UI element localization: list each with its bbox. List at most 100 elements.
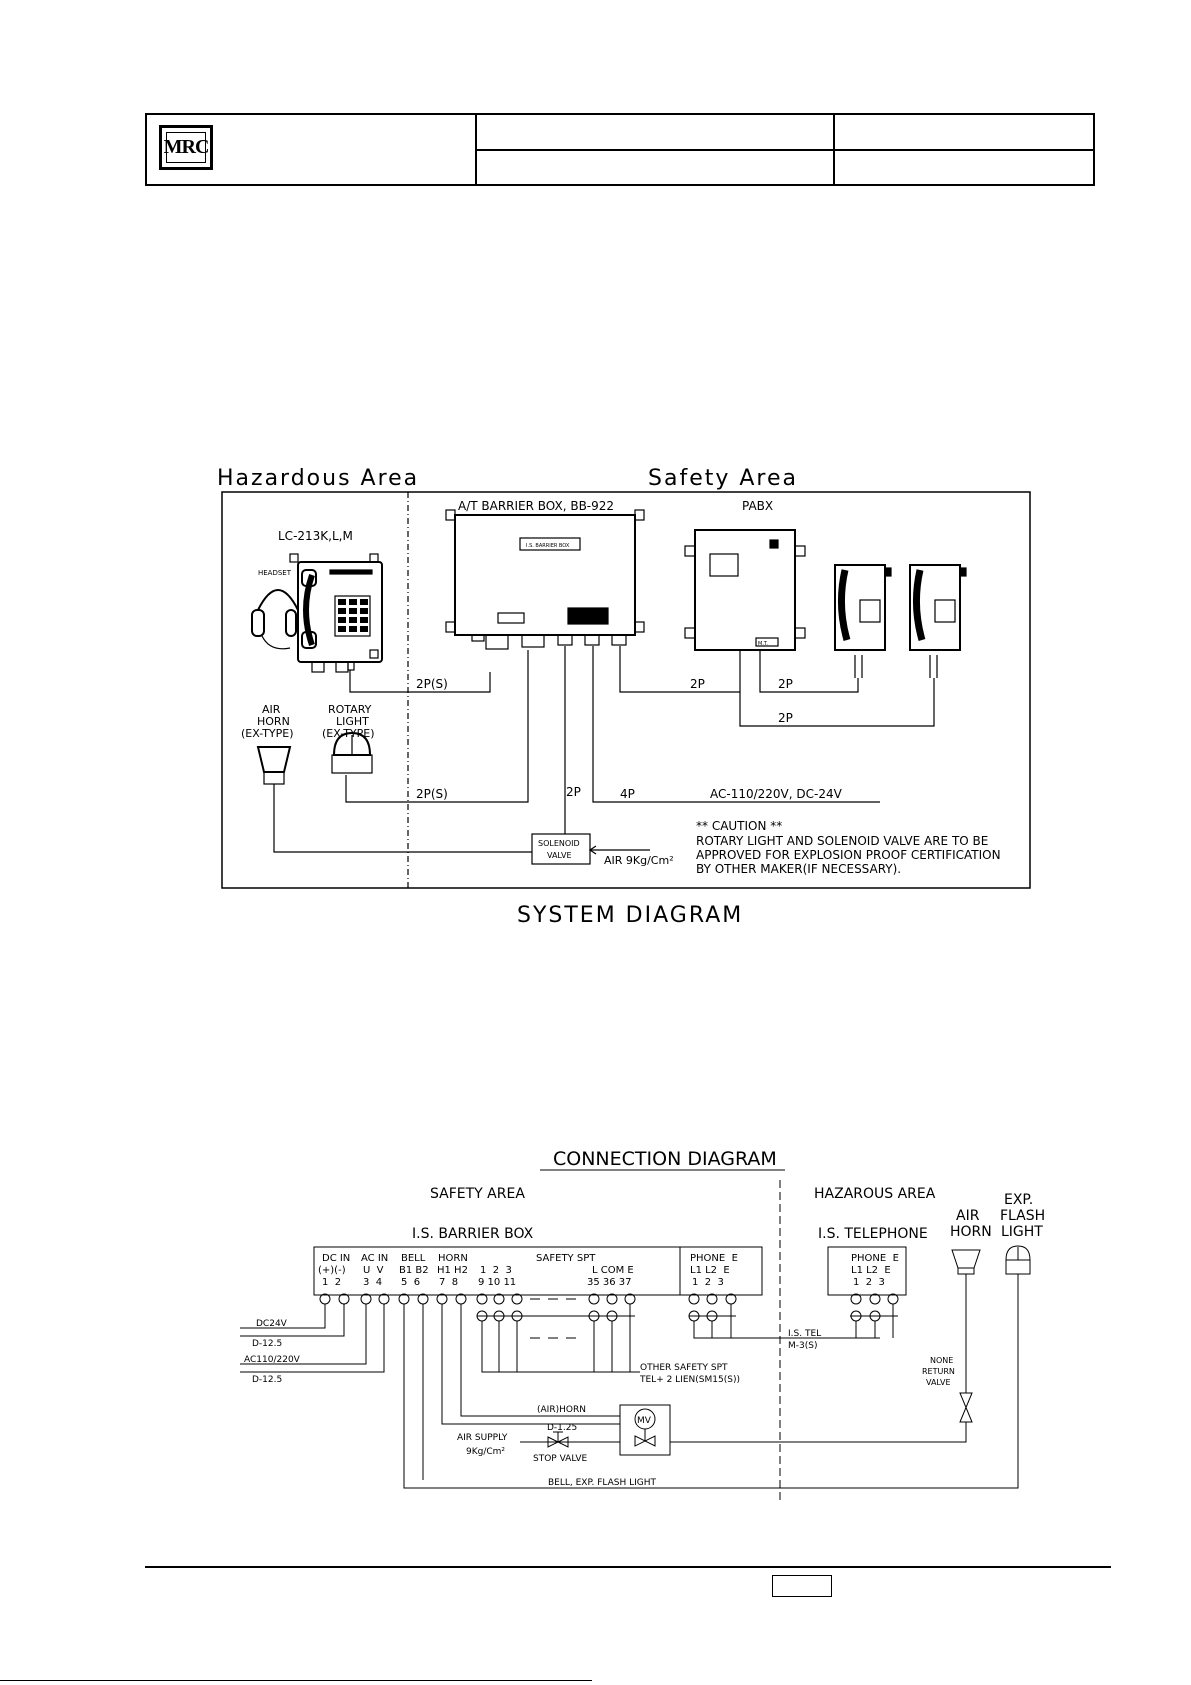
caution-line-3: BY OTHER MAKER(IF NECESSARY). [696, 862, 901, 876]
pabx-tag: M.T. [758, 641, 768, 647]
dc-cable-label: D-12.5 [252, 1339, 282, 1349]
terminal-dc-in: DC IN [322, 1253, 350, 1264]
air-horn-icon [951, 1249, 981, 1269]
hazardous-area-label: Hazardous Area [217, 466, 419, 491]
safety-area-label: Safety Area [648, 466, 798, 491]
wire-horn-valve [273, 784, 532, 853]
headset-label: HEADSET [258, 569, 292, 577]
air-horn-icon [256, 746, 292, 785]
air-horn-cable-label: D-1.25 [547, 1423, 577, 1433]
air-supply-label: AIR SUPPLY [457, 1433, 508, 1443]
caution-line-2: APPROVED FOR EXPLOSION PROOF CERTIFICATI… [696, 848, 1001, 862]
mv-box [619, 1404, 671, 1456]
explosion-proof-phone-icon [289, 553, 383, 673]
barrier-box-frame [313, 1246, 763, 1296]
pabx-label: PABX [742, 499, 773, 513]
terminal-dc-in-nums: 1 2 [322, 1277, 341, 1288]
bottom-rule [0, 1680, 592, 1681]
system-diagram: Hazardous Area Safety Area LC-213K,L,M H… [217, 466, 1031, 928]
terminal-ac-in-nums: 3 4 [363, 1277, 382, 1288]
rotary-light-icon [331, 731, 373, 774]
bell-line-label: BELL, EXP. FLASH LIGHT [548, 1478, 657, 1488]
terminal-horn-nums: 7 8 [439, 1277, 458, 1288]
is-tel-label: I.S. TEL [788, 1329, 821, 1339]
barrier-box-label: A/T BARRIER BOX, BB-922 [458, 499, 614, 513]
is-tel-cable-label: M-3(S) [788, 1341, 817, 1351]
terminal-safety-spt: SAFETY SPT [536, 1253, 596, 1264]
page-number-box [772, 1575, 832, 1597]
terminal-horn: HORN [438, 1253, 468, 1264]
air-pressure-label: AIR 9Kg/Cm² [604, 854, 674, 867]
wire-barrier-pabx [619, 646, 741, 693]
return-valve-label-3: VALVE [926, 1378, 951, 1387]
none-return-valve-icon [959, 1392, 973, 1423]
tel-terminal-sub: L1 L2 E [851, 1265, 891, 1276]
terminal-phone-sub: L1 L2 E [690, 1265, 730, 1276]
telephone-frame [827, 1246, 907, 1296]
wall-phone-icon-2 [909, 564, 967, 678]
terminal-dc-in-sub: (+)(-) [318, 1265, 346, 1276]
headset-icon [251, 589, 299, 650]
caution-title: ** CAUTION ** [696, 819, 782, 833]
company-logo: MRC [159, 125, 213, 170]
barrier-box-icon [445, 509, 645, 650]
terminal-ac-in: AC IN [361, 1253, 388, 1264]
air-horn-line-label: (AIR)HORN [537, 1405, 586, 1415]
terminal-bell-sub: B1 B2 [399, 1265, 429, 1276]
logo-text: MRC [164, 132, 209, 163]
solenoid-label-1: SOLENOID [538, 839, 580, 848]
terminal-com-sub: L COM E [592, 1265, 634, 1276]
air-horn-label-1: AIR [262, 703, 281, 716]
caution-line-1: ROTARY LIGHT AND SOLENOID VALVE ARE TO B… [696, 834, 988, 848]
flash-light-label-3: LIGHT [1001, 1224, 1043, 1240]
air-arrow-icon [588, 845, 597, 855]
stop-valve-icon [547, 1436, 569, 1448]
return-valve-label-2: RETURN [922, 1367, 955, 1376]
wire-power [592, 646, 880, 803]
cable-2ps-phone: 2P(S) [416, 677, 448, 691]
rotary-light-label-3: (EX-TYPE) [322, 727, 375, 740]
tel-terminal-phone: PHONE E [851, 1253, 899, 1264]
telephone-label: I.S. TELEPHONE [818, 1226, 928, 1242]
flash-light-label-1: EXP. [1004, 1192, 1033, 1208]
mv-valve-icon [634, 1435, 656, 1447]
terminal-phone: PHONE E [690, 1253, 738, 1264]
power-label: AC-110/220V, DC-24V [710, 787, 843, 801]
stop-valve-label: STOP VALVE [533, 1454, 588, 1464]
rotary-light-label-2: LIGHT [336, 715, 369, 728]
safety-area-label: SAFETY AREA [430, 1186, 525, 1202]
wire-pabx-phone2 [739, 678, 935, 727]
terminal-ac-in-sub: U V [363, 1265, 384, 1276]
air-pressure-label: 9Kg/Cm² [466, 1447, 505, 1457]
flash-light-icon [1005, 1245, 1031, 1261]
terminal-phone-nums: 1 2 3 [692, 1277, 724, 1288]
system-diagram-title: SYSTEM DIAGRAM [517, 903, 743, 928]
tel-cable-label: TEL+ 2 LIEN(SM15(S)) [639, 1375, 740, 1385]
logo-cell: MRC [147, 115, 477, 184]
footer-rule [145, 1566, 1111, 1568]
cable-2p-valve: 2P [566, 785, 581, 799]
wall-phone-icon-1 [834, 564, 892, 678]
air-horn-label-3: (EX-TYPE) [241, 727, 294, 740]
cable-2p-pabx: 2P [690, 677, 705, 691]
terminal-safety-spt-nums: 9 10 11 [478, 1277, 516, 1288]
cable-4p: 4P [620, 787, 635, 801]
barrier-plate-label: I.S. BARRIER BOX [526, 543, 570, 549]
terminal-bell: BELL [401, 1253, 426, 1264]
cable-2p-phone: 2P [778, 677, 793, 691]
terminal-safety-spt-sub: 1 2 3 [480, 1265, 512, 1276]
phone-model-label: LC-213K,L,M [278, 529, 353, 543]
connection-diagram-title: CONNECTION DIAGRAM [553, 1148, 777, 1170]
wire-phone-barrier [349, 670, 491, 693]
system-frame [221, 491, 1031, 889]
flash-light-label-2: FLASH [1000, 1208, 1045, 1224]
mv-label: MV [637, 1416, 652, 1426]
terminal-com-nums: 35 36 37 [587, 1277, 632, 1288]
connection-diagram: CONNECTION DIAGRAM SAFETY AREA HAZAROUS … [240, 1148, 1045, 1500]
air-horn-label-2: HORN [257, 715, 290, 728]
rotary-light-label-1: ROTARY [328, 703, 372, 716]
cable-2p-phone2: 2P [778, 711, 793, 725]
tel-terminal-nums: 1 2 3 [853, 1277, 885, 1288]
terminal-horn-sub: H1 H2 [437, 1265, 468, 1276]
barrier-box-label: I.S. BARRIER BOX [412, 1226, 534, 1242]
